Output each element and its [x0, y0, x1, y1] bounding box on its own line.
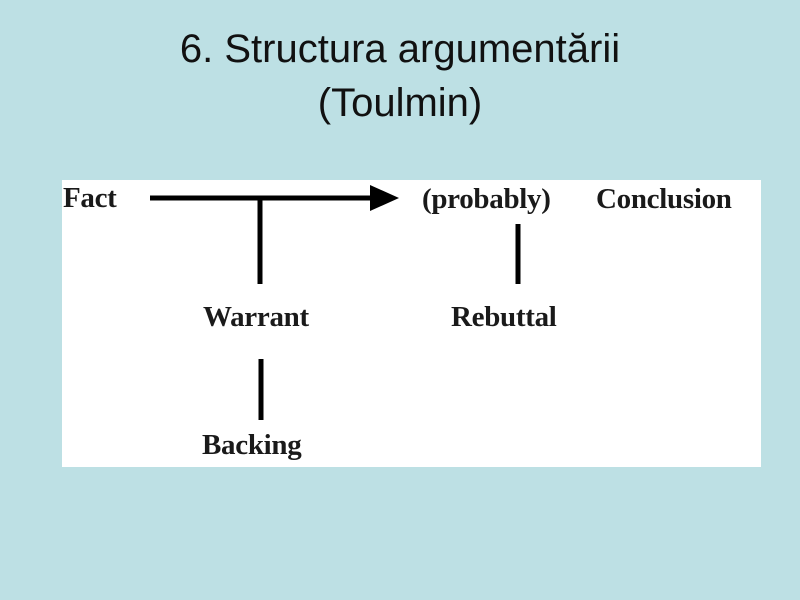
toulmin-diagram: Fact (probably) Conclusion Warrant Rebut… [62, 180, 761, 467]
slide-title-line-1: 6. Structura argumentării [179, 27, 621, 71]
qualifier-label: (probably) [422, 183, 551, 215]
rebuttal-label: Rebuttal [451, 301, 557, 333]
slide-title-line-2: (Toulmin) [317, 81, 483, 125]
conclusion-label: Conclusion [596, 183, 732, 215]
slide-title: 6. Structura argumentării (Toulmin) [0, 22, 800, 130]
diagram-connectors [150, 185, 521, 420]
warrant-label: Warrant [203, 301, 309, 333]
fact-to-conclusion-arrowhead [370, 185, 399, 211]
backing-label: Backing [202, 429, 302, 461]
fact-label: Fact [63, 182, 117, 214]
